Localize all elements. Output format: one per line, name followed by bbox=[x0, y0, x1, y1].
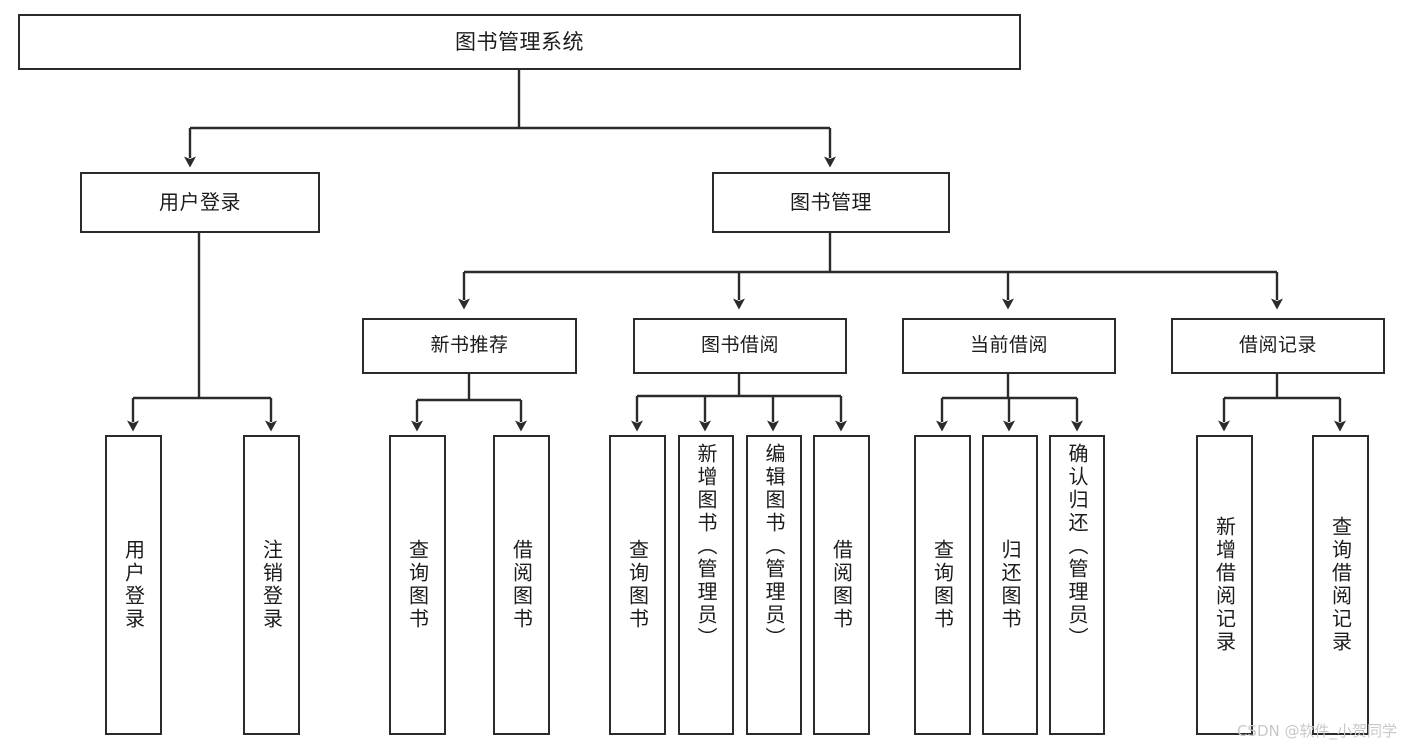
node-borrow-records[interactable]: 借阅记录 bbox=[1171, 318, 1385, 374]
leaf-query-borrow-record-label: 查询借阅记录 bbox=[1328, 516, 1353, 654]
leaf-borrow-book-recommend[interactable]: 借阅图书 bbox=[493, 435, 550, 735]
leaf-query-book-current-label: 查询图书 bbox=[930, 539, 955, 631]
node-book-management[interactable]: 图书管理 bbox=[712, 172, 950, 233]
leaf-query-book-borrow[interactable]: 查询图书 bbox=[609, 435, 666, 735]
leaf-borrow-book-borrow[interactable]: 借阅图书 bbox=[813, 435, 870, 735]
node-root[interactable]: 图书管理系统 bbox=[18, 14, 1021, 70]
leaf-query-book-recommend[interactable]: 查询图书 bbox=[389, 435, 446, 735]
leaf-confirm-return-admin[interactable]: 确认归还（管理员） bbox=[1049, 435, 1105, 735]
node-new-book-recommend-label: 新书推荐 bbox=[430, 334, 509, 357]
leaf-query-borrow-record[interactable]: 查询借阅记录 bbox=[1312, 435, 1369, 735]
leaf-return-book[interactable]: 归还图书 bbox=[982, 435, 1038, 735]
node-new-book-recommend[interactable]: 新书推荐 bbox=[362, 318, 577, 374]
leaf-edit-book-admin[interactable]: 编辑图书（管理员） bbox=[746, 435, 802, 735]
leaf-edit-book-admin-label: 编辑图书（管理员） bbox=[762, 443, 786, 650]
leaf-query-book-recommend-label: 查询图书 bbox=[405, 539, 430, 631]
node-borrow-records-label: 借阅记录 bbox=[1238, 334, 1317, 357]
leaf-add-book-admin[interactable]: 新增图书（管理员） bbox=[678, 435, 734, 735]
leaf-borrow-book-recommend-label: 借阅图书 bbox=[509, 539, 534, 631]
node-current-borrow-label: 当前借阅 bbox=[969, 334, 1048, 357]
node-user-login-label: 用户登录 bbox=[159, 190, 241, 214]
leaf-add-borrow-record-label: 新增借阅记录 bbox=[1212, 516, 1237, 654]
leaf-query-book-current[interactable]: 查询图书 bbox=[914, 435, 971, 735]
leaf-confirm-return-admin-label: 确认归还（管理员） bbox=[1065, 443, 1089, 650]
leaf-logout[interactable]: 注销登录 bbox=[243, 435, 300, 735]
leaf-return-book-label: 归还图书 bbox=[998, 539, 1022, 631]
leaf-add-borrow-record[interactable]: 新增借阅记录 bbox=[1196, 435, 1253, 735]
leaf-user-login-label: 用户登录 bbox=[121, 539, 146, 631]
node-current-borrow[interactable]: 当前借阅 bbox=[902, 318, 1116, 374]
node-user-login[interactable]: 用户登录 bbox=[80, 172, 320, 233]
leaf-user-login[interactable]: 用户登录 bbox=[105, 435, 162, 735]
leaf-logout-label: 注销登录 bbox=[259, 539, 284, 631]
leaf-query-book-borrow-label: 查询图书 bbox=[625, 539, 650, 631]
node-book-borrow[interactable]: 图书借阅 bbox=[633, 318, 847, 374]
node-book-management-label: 图书管理 bbox=[790, 190, 872, 214]
node-book-borrow-label: 图书借阅 bbox=[700, 334, 779, 357]
leaf-borrow-book-borrow-label: 借阅图书 bbox=[829, 539, 854, 631]
node-root-label: 图书管理系统 bbox=[455, 29, 584, 54]
leaf-add-book-admin-label: 新增图书（管理员） bbox=[694, 443, 718, 650]
csdn-watermark: CSDN @软件_小贺同学 bbox=[1236, 722, 1397, 740]
